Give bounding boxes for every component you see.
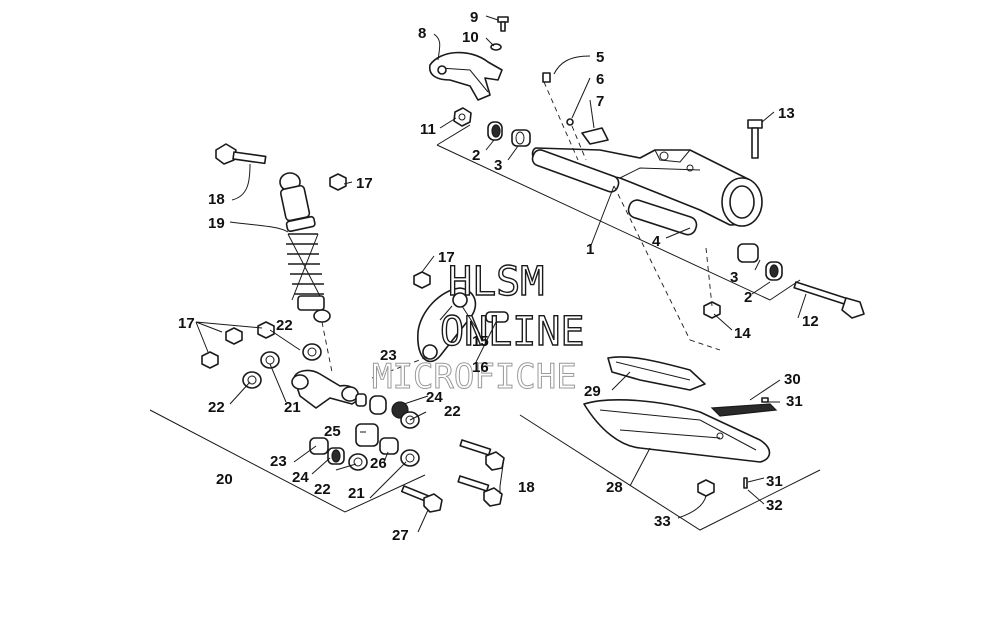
bolt-part-9 — [497, 16, 509, 32]
callout-16: 16 — [472, 359, 489, 376]
watermark: HLSM ONLINE MICROFICHE — [372, 258, 586, 397]
callout-7: 7 — [596, 93, 604, 110]
callout-30: 30 — [784, 371, 801, 388]
bushing-part-2-upper — [487, 121, 503, 141]
callout-14: 14 — [734, 325, 751, 342]
bolt-part-18-lower-a — [459, 439, 505, 471]
bolt-part-12 — [793, 281, 865, 319]
callout-17-left: 17 — [178, 315, 195, 332]
callout-15: 15 — [472, 333, 489, 350]
spacer-part-26 — [379, 437, 399, 455]
callout-33: 33 — [654, 513, 671, 530]
grease-fitting-part-5 — [542, 72, 551, 83]
callout-26: 26 — [370, 455, 387, 472]
callout-21-upper: 21 — [284, 399, 301, 416]
callout-labels: 1 2 2 3 3 4 5 6 7 8 9 10 11 12 13 14 15 … — [178, 9, 819, 544]
washer-part-22-e — [348, 453, 368, 471]
callout-2-lower: 2 — [744, 289, 752, 306]
rocker-link-part-15 — [417, 287, 477, 363]
guard-part-29 — [607, 356, 706, 391]
bolt-part-13 — [747, 119, 763, 159]
nut-part-17-left-b — [257, 321, 275, 339]
bushing-part-24-lower — [327, 447, 345, 465]
callout-23-lower: 23 — [270, 453, 287, 470]
spacer-part-25 — [355, 423, 379, 447]
strip-part-30 — [710, 403, 778, 417]
callout-12: 12 — [802, 313, 819, 330]
spacer-part-23-lower — [309, 437, 329, 455]
callout-20: 20 — [216, 471, 233, 488]
washer-part-22-a — [302, 343, 322, 361]
callout-25: 25 — [324, 423, 341, 440]
assembly-dash-lines — [321, 81, 721, 379]
callout-10: 10 — [462, 29, 479, 46]
callout-22-b: 22 — [208, 399, 225, 416]
bolt-part-18-upper — [215, 143, 267, 165]
washer-part-22-b — [260, 351, 280, 369]
callout-4: 4 — [652, 233, 661, 250]
nut-part-17-rocker — [413, 271, 431, 289]
nut-part-6 — [566, 118, 574, 126]
bolt-part-16 — [485, 311, 509, 323]
callout-5: 5 — [596, 49, 604, 66]
callout-24-upper: 24 — [426, 389, 443, 406]
callout-21-lower: 21 — [348, 485, 365, 502]
bolt-part-18-lower-b — [457, 475, 503, 507]
callout-23-upper: 23 — [380, 347, 397, 364]
skid-plate-part-28 — [583, 399, 771, 463]
shaft-part-4 — [627, 199, 698, 236]
nut-part-17-left-a — [225, 327, 243, 345]
callout-13: 13 — [778, 105, 795, 122]
group-bracket-20 — [149, 409, 426, 513]
callout-3-lower: 3 — [730, 269, 738, 286]
callout-24-lower: 24 — [292, 469, 309, 486]
callout-2-upper: 2 — [472, 147, 480, 164]
washer-part-22-c — [242, 371, 262, 389]
shock-absorber-part-19 — [279, 172, 331, 323]
callout-leaders — [195, 15, 807, 533]
callout-19: 19 — [208, 215, 225, 232]
callout-17-upper: 17 — [356, 175, 373, 192]
nut-part-11 — [453, 107, 472, 127]
callout-32: 32 — [766, 497, 783, 514]
lower-arm-part-23 — [291, 369, 367, 409]
nut-part-17-upper — [329, 173, 347, 191]
callout-11: 11 — [420, 121, 436, 138]
watermark-line3: MICROFICHE — [372, 357, 577, 397]
callout-22-d: 22 — [314, 481, 331, 498]
callout-18-lower: 18 — [518, 479, 535, 496]
callout-17-rocker: 17 — [438, 249, 455, 266]
callout-1: 1 — [586, 241, 594, 258]
watermark-line2: ONLINE — [440, 309, 585, 355]
callout-22-a: 22 — [276, 317, 293, 334]
callout-28: 28 — [606, 479, 623, 496]
watermark-line1: HLSM — [448, 259, 544, 305]
plate-part-7 — [581, 127, 609, 145]
callout-22-c: 22 — [444, 403, 461, 420]
bushing-part-2-lower — [765, 261, 783, 281]
callout-31-lower: 31 — [766, 473, 783, 490]
callout-9: 9 — [470, 9, 478, 26]
callout-8: 8 — [418, 25, 426, 42]
spacer-part-3-lower — [737, 243, 759, 263]
upper-bracket-part-8 — [428, 51, 503, 101]
callout-18-upper: 18 — [208, 191, 225, 208]
callout-6: 6 — [596, 71, 604, 88]
swing-arm-part-1 — [531, 147, 763, 227]
callout-3-upper: 3 — [494, 157, 502, 174]
callout-27: 27 — [392, 527, 409, 544]
nut-part-17-left-c — [201, 351, 219, 369]
bolt-part-27 — [400, 485, 443, 513]
callout-29: 29 — [584, 383, 601, 400]
spacer-part-3-upper — [511, 129, 531, 147]
group-bracket-28 — [519, 414, 821, 531]
bolt-part-33 — [697, 479, 715, 497]
callout-31-upper: 31 — [786, 393, 803, 410]
